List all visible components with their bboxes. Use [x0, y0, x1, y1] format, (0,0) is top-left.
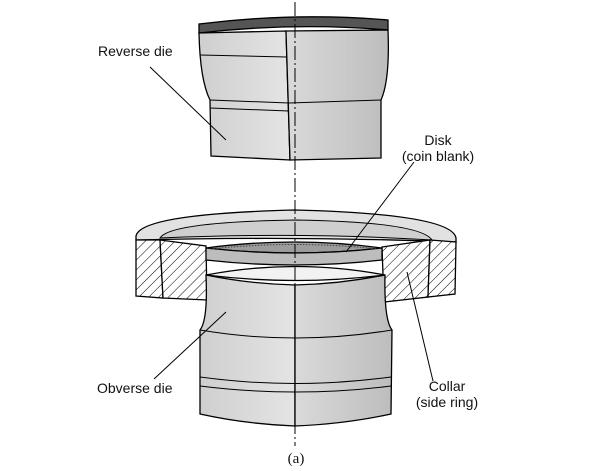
- label-collar-line2: (side ring): [416, 394, 478, 410]
- caption: (a): [288, 451, 305, 467]
- reverse-die-left-flank: [198, 30, 291, 161]
- leader-reverse-die: [149, 66, 227, 141]
- coin-blank: [205, 241, 383, 266]
- reverse-die: [198, 16, 389, 161]
- leader-collar: [406, 271, 434, 382]
- reverse-die-right-flank: [285, 29, 389, 161]
- collar-inner-rim: [159, 219, 433, 241]
- obverse-die-left-flank: [199, 274, 296, 427]
- label-reverse-die: Reverse die: [98, 43, 173, 59]
- reverse-die-band-line: [209, 107, 290, 112]
- coin-blank-edge: [205, 247, 383, 266]
- label-disk-line2: (coin blank): [402, 148, 474, 164]
- obverse-die-band-line: [199, 385, 392, 393]
- leader-obverse-die: [153, 311, 227, 380]
- label-obverse-die: Obverse die: [97, 380, 173, 396]
- reverse-die-band-line: [199, 54, 288, 58]
- label-disk-line1: Disk: [424, 132, 452, 148]
- leader-disk: [345, 161, 415, 253]
- obverse-die: [199, 265, 393, 427]
- collar-section-left-outer: [135, 239, 164, 299]
- label-collar-line1: Collar: [429, 378, 466, 394]
- collar-section-right-inner: [381, 239, 431, 303]
- collar-section-left-inner: [159, 239, 208, 301]
- reverse-die-band-line: [209, 99, 382, 104]
- coin-blank-rim: [209, 244, 379, 250]
- collar-section-right-outer: [427, 239, 457, 298]
- collar: [135, 209, 457, 303]
- obverse-die-right-flank: [294, 274, 393, 427]
